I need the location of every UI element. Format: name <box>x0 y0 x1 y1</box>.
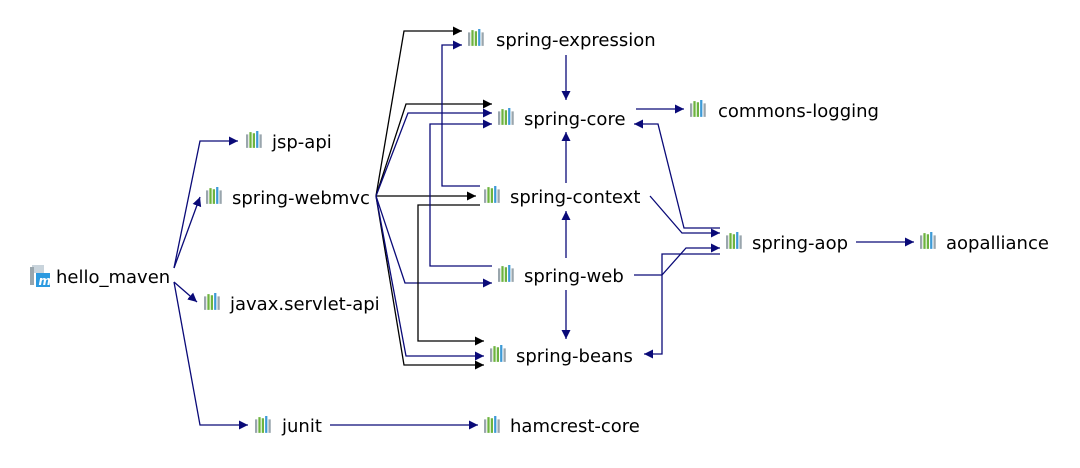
node-spring-core[interactable]: spring-core <box>498 108 626 130</box>
node-hamcrest-core[interactable]: hamcrest-core <box>484 416 640 437</box>
node-label-spring-expression: spring-expression <box>496 30 656 51</box>
node-label-spring-context: spring-context <box>510 187 640 208</box>
node-label-spring-beans: spring-beans <box>516 346 633 367</box>
edge-spring-context-to-spring-beans <box>417 204 484 346</box>
node-label-hamcrest-core: hamcrest-core <box>510 416 640 437</box>
node-spring-beans[interactable]: spring-beans <box>490 345 633 367</box>
edge-spring-aop-to-spring-core <box>634 119 720 229</box>
node-aopalliance[interactable]: aopalliance <box>920 232 1049 254</box>
edge-spring-webmvc-to-spring-beans-2 <box>375 195 484 361</box>
edge-spring-context-to-spring-expression <box>441 40 480 187</box>
library-icon <box>204 293 220 310</box>
node-label-javax-servlet-api: javax.servlet-api <box>229 294 380 315</box>
node-label-spring-webmvc: spring-webmvc <box>232 188 370 209</box>
edge-spring-webmvc-to-spring-web <box>375 195 492 288</box>
node-label-spring-web: spring-web <box>524 266 624 287</box>
node-spring-aop[interactable]: spring-aop <box>726 232 848 254</box>
library-icon <box>490 345 506 362</box>
node-label-junit: junit <box>281 416 322 437</box>
edge-spring-webmvc-to-spring-core-2 <box>375 108 492 197</box>
node-spring-web[interactable]: spring-web <box>498 265 624 287</box>
node-label-jsp-api: jsp-api <box>271 132 332 153</box>
node-commons-logging[interactable]: commons-logging <box>690 100 879 122</box>
edge-spring-context-to-spring-aop <box>649 195 720 238</box>
library-icon <box>690 100 706 117</box>
library-icon <box>484 416 500 433</box>
library-icon <box>498 108 514 125</box>
edge-spring-webmvc-to-spring-beans <box>375 195 484 370</box>
node-junit[interactable]: junit <box>255 416 322 437</box>
edges <box>173 26 914 430</box>
edge-spring-webmvc-to-spring-expression <box>375 26 462 197</box>
library-icon <box>498 265 514 282</box>
edge-spring-webmvc-to-spring-core <box>375 99 492 197</box>
edge-spring-web-to-spring-core <box>429 119 492 267</box>
edge-hello-maven-to-spring-webmvc <box>173 196 202 269</box>
node-spring-expression[interactable]: spring-expression <box>468 29 656 51</box>
nodes: m hello_maven jsp-api spring-webmvc java… <box>30 29 1049 437</box>
library-icon <box>468 29 484 46</box>
node-label-hello-maven: hello_maven <box>56 267 170 288</box>
node-hello-maven[interactable]: m hello_maven <box>30 265 170 288</box>
node-spring-context[interactable]: spring-context <box>484 186 640 208</box>
library-icon <box>484 186 500 203</box>
edge-hello-maven-to-jsp-api <box>173 136 238 269</box>
maven-module-icon: m <box>30 265 51 288</box>
library-icon <box>255 416 271 433</box>
node-label-commons-logging: commons-logging <box>718 101 879 122</box>
node-spring-webmvc[interactable]: spring-webmvc <box>206 187 370 209</box>
node-javax-servlet-api[interactable]: javax.servlet-api <box>204 293 380 315</box>
library-icon <box>920 232 936 249</box>
library-icon <box>726 232 742 249</box>
library-icon <box>246 131 262 148</box>
edge-hello-maven-to-junit <box>173 281 248 430</box>
svg-text:m: m <box>39 274 52 288</box>
node-label-spring-core: spring-core <box>524 109 626 130</box>
node-label-spring-aop: spring-aop <box>752 233 848 254</box>
edge-spring-web-to-spring-aop <box>634 243 720 276</box>
node-label-aopalliance: aopalliance <box>946 233 1049 254</box>
library-icon <box>206 187 222 204</box>
edge-hello-maven-to-javax-servlet-api <box>173 281 198 303</box>
edge-spring-aop-to-spring-beans <box>644 253 720 359</box>
node-jsp-api[interactable]: jsp-api <box>246 131 332 153</box>
